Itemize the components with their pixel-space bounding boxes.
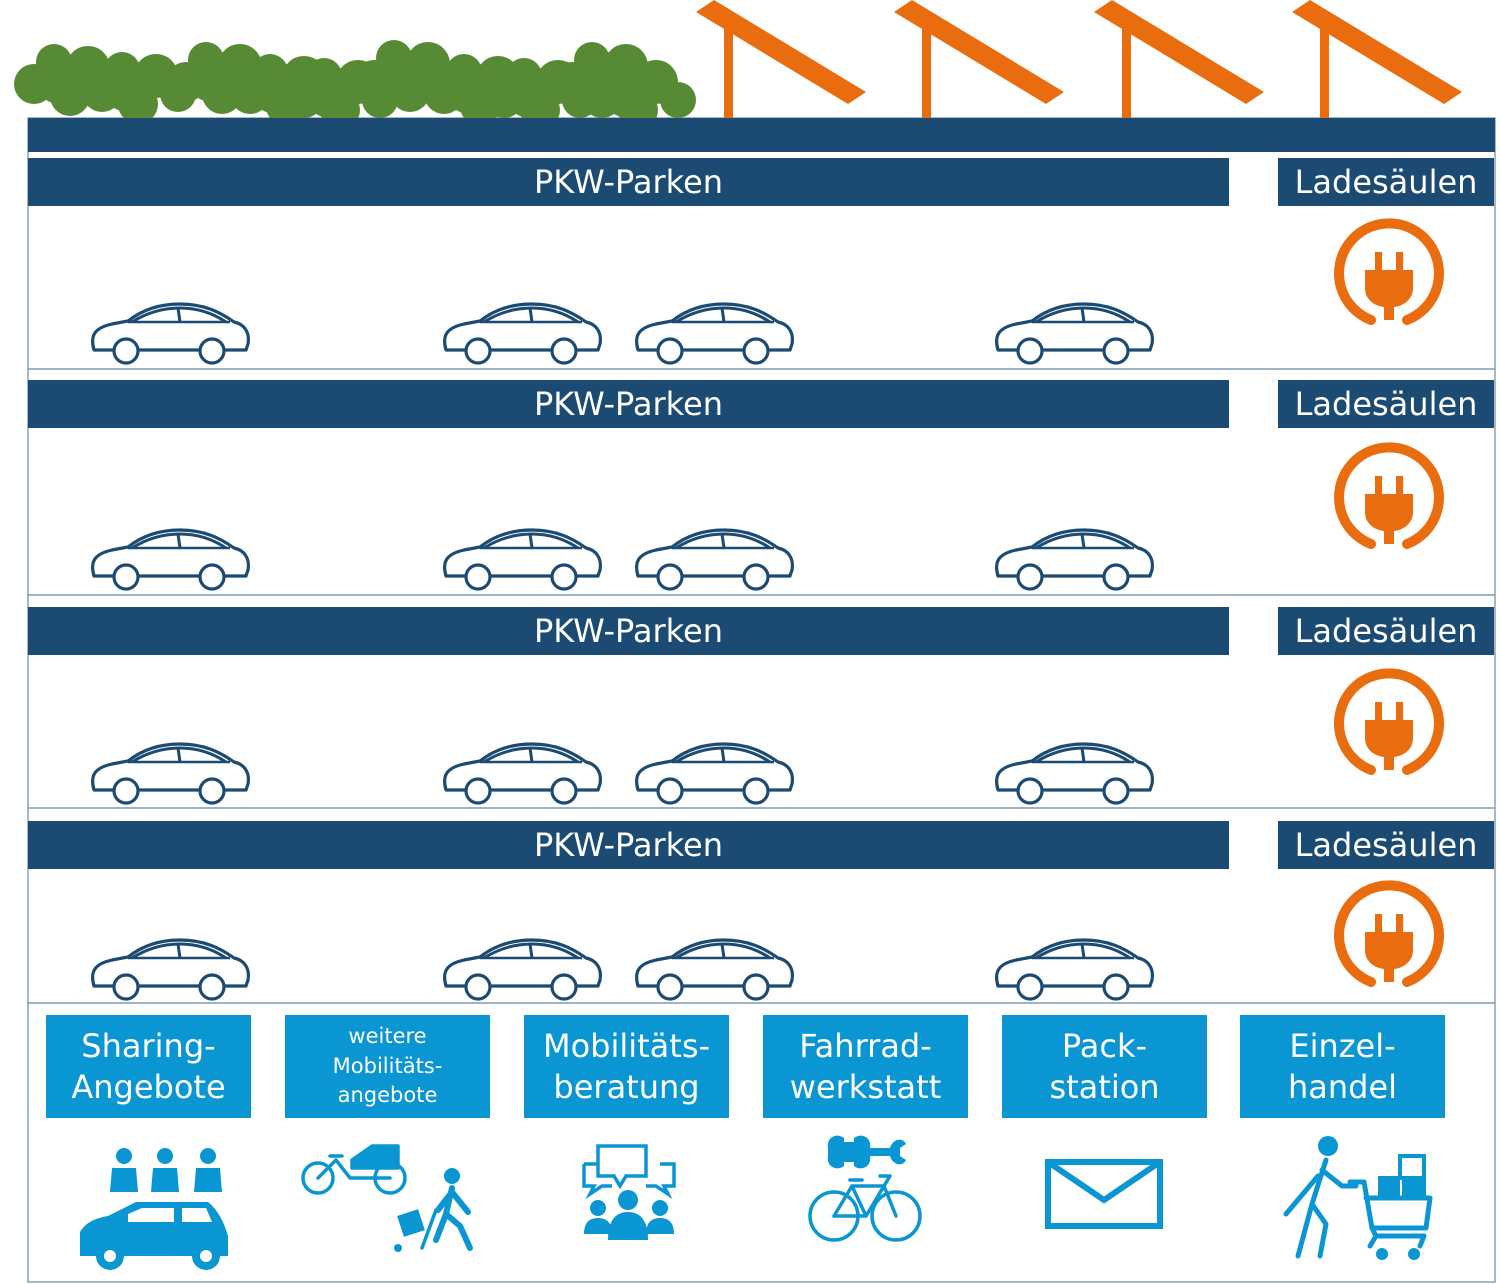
service-bike-workshop: Fahrrad- werkstatt (763, 1015, 968, 1118)
cargo-bike-and-walker-icon (301, 1144, 473, 1252)
service-label-line: Pack- (1061, 1026, 1148, 1065)
car-icon (442, 528, 602, 591)
service-label-line: handel (1287, 1067, 1398, 1106)
car-icon (994, 742, 1154, 805)
service-parcel-station: Pack- station (1002, 1015, 1207, 1118)
service-other-mobility: weitere Mobilitäts- angebote (285, 1015, 490, 1118)
solar-panels (696, 0, 1462, 126)
charging-label: Ladesäulen (1278, 607, 1494, 655)
car-icon (994, 528, 1154, 591)
charging-label: Ladesäulen (1278, 380, 1494, 428)
plug-icon (1339, 885, 1439, 982)
envelope-icon (1045, 1159, 1163, 1229)
service-sharing: Sharing- Angebote (46, 1015, 251, 1118)
floor-3-cars (90, 742, 1154, 805)
car-icon (442, 742, 602, 805)
service-label-line: Mobilitäts- (542, 1026, 711, 1065)
car-icon (634, 742, 794, 805)
car-icon (442, 938, 602, 1001)
service-label-line: Einzel- (1289, 1026, 1396, 1065)
parking-label: PKW-Parken (28, 380, 1229, 428)
car-icon (994, 302, 1154, 365)
service-label-line: Sharing- (81, 1026, 216, 1065)
service-label-line: beratung (553, 1067, 700, 1106)
floor-1-cars (90, 302, 1154, 365)
service-label-line: Mobilitäts- (332, 1053, 443, 1078)
plug-icon (1339, 223, 1439, 320)
roof-slab (28, 118, 1495, 152)
service-label-line: weitere (348, 1024, 427, 1049)
solar-panel-4 (1292, 0, 1462, 126)
car-icon (90, 742, 250, 805)
service-label-line: angebote (337, 1083, 438, 1108)
consultation-icon (582, 1144, 676, 1240)
solar-panel-3 (1094, 0, 1264, 126)
service-retail: Einzel- handel (1240, 1015, 1445, 1118)
plug-icon (1339, 673, 1439, 770)
car-icon (634, 938, 794, 1001)
car-icon (90, 528, 250, 591)
floor-4-cars (90, 938, 1154, 1001)
charging-label: Ladesäulen (1278, 821, 1494, 869)
solar-panel-2 (894, 0, 1064, 126)
shopping-cart-icon (1283, 1136, 1433, 1260)
service-label-line: Angebote (71, 1067, 226, 1106)
parking-label: PKW-Parken (28, 607, 1229, 655)
car-icon (442, 302, 602, 365)
bike-repair-icon (808, 1135, 922, 1242)
car-sharing-icon (80, 1148, 228, 1270)
solar-panel-1 (696, 0, 866, 126)
parking-label: PKW-Parken (28, 821, 1229, 869)
service-label-line: station (1049, 1067, 1160, 1106)
service-label-line: werkstatt (789, 1067, 942, 1106)
car-icon (994, 938, 1154, 1001)
parking-label: PKW-Parken (28, 158, 1229, 206)
car-icon (90, 302, 250, 365)
car-icon (634, 302, 794, 365)
car-icon (90, 938, 250, 1001)
floor-2-cars (90, 528, 1154, 591)
charging-label: Ladesäulen (1278, 158, 1494, 206)
plug-icon (1339, 447, 1439, 544)
service-mobility-consulting: Mobilitäts- beratung (524, 1015, 729, 1118)
service-label-line: Fahrrad- (799, 1026, 932, 1065)
car-icon (634, 528, 794, 591)
green-roof (14, 40, 696, 130)
